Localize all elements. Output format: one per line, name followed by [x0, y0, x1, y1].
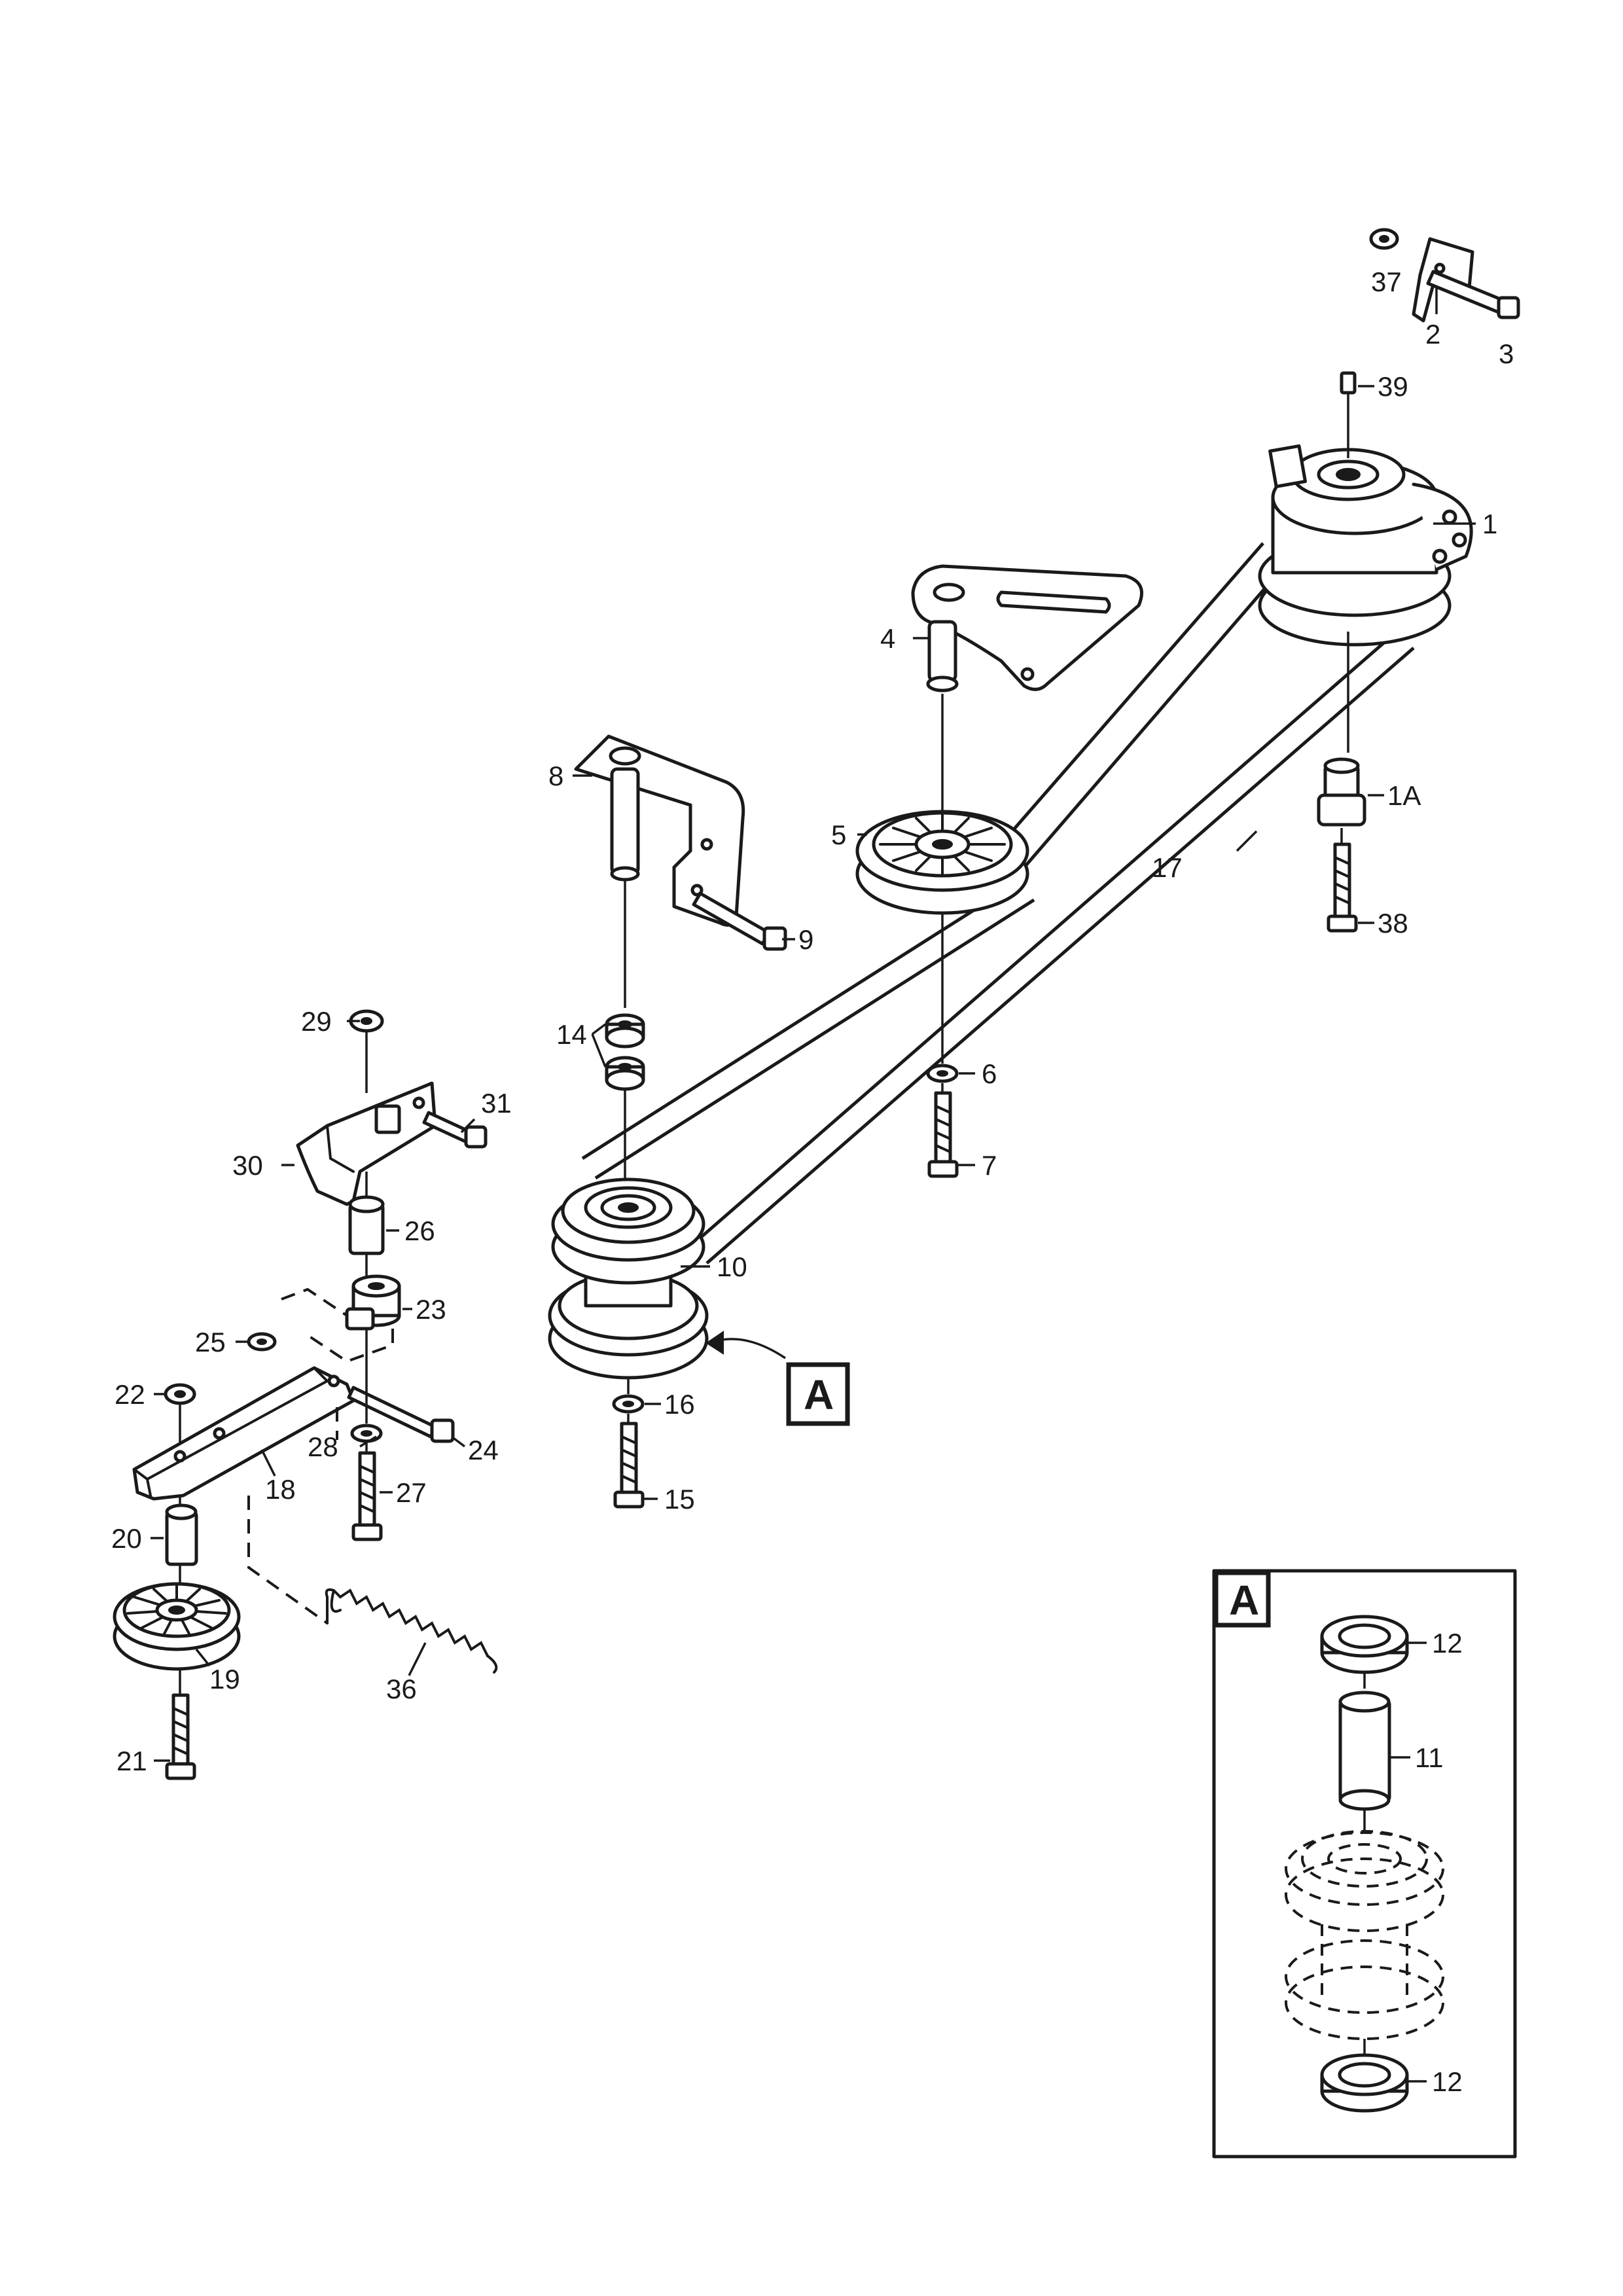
nut-22: [164, 1383, 196, 1405]
bushing-20: [165, 1503, 198, 1566]
washer-16: [612, 1394, 645, 1414]
nut-37: [1369, 228, 1399, 250]
label-27: 27: [396, 1477, 427, 1508]
spacer-14b: [605, 1056, 645, 1091]
detail-a-box: [1213, 1570, 1271, 1628]
callout-a-box: [786, 1362, 850, 1426]
label-26: 26: [404, 1215, 435, 1246]
belt-17: [581, 542, 1415, 1265]
label-24: 24: [468, 1435, 499, 1465]
label-23: 23: [416, 1294, 446, 1325]
bolt-21: [165, 1693, 196, 1780]
electric-clutch-1: [1258, 444, 1473, 647]
idler-pulley-5: [855, 810, 1029, 915]
bushing-26: [348, 1195, 385, 1255]
leader-lines: [151, 288, 1476, 2083]
label-30: 30: [232, 1150, 263, 1181]
label-14: 14: [556, 1019, 587, 1050]
label-1a: 1A: [1387, 780, 1421, 811]
idler-arm-18: [132, 1366, 355, 1501]
label-19: 19: [209, 1664, 240, 1695]
bearing-12-top: [1320, 1615, 1409, 1674]
bearing-12-bottom: [1320, 2053, 1409, 2113]
callout-a-label: A: [804, 1371, 834, 1418]
label-28: 28: [308, 1431, 338, 1462]
label-21: 21: [116, 1746, 147, 1776]
bolt-38: [1327, 842, 1358, 933]
label-12-bottom: 12: [1432, 2066, 1463, 2097]
idler-pulley-19: [113, 1582, 241, 1671]
callout-a-arrowhead: [705, 1331, 724, 1355]
washer-6: [926, 1064, 959, 1083]
spacer-1a: [1317, 757, 1366, 827]
label-15: 15: [664, 1484, 695, 1515]
label-37: 37: [1371, 266, 1402, 297]
label-36: 36: [386, 1674, 417, 1704]
bracket-8: [574, 734, 745, 927]
label-18: 18: [265, 1474, 296, 1505]
label-7: 7: [982, 1150, 997, 1181]
label-10: 10: [717, 1251, 747, 1282]
label-2: 2: [1425, 319, 1440, 350]
spacer-tube-11: [1338, 1691, 1391, 1811]
bolt-7: [927, 1091, 959, 1178]
label-22: 22: [115, 1379, 145, 1410]
key-39: [1340, 371, 1357, 395]
label-17: 17: [1152, 852, 1183, 883]
label-4: 4: [880, 623, 895, 654]
idler-arm-4: [911, 564, 1143, 692]
label-29: 29: [301, 1006, 332, 1037]
label-1: 1: [1482, 509, 1497, 539]
bolt-24: [347, 1386, 455, 1443]
phantom-pulley: [1285, 1830, 1444, 2040]
bolt-3: [1426, 270, 1520, 319]
nut-25: [247, 1332, 277, 1352]
label-8: 8: [548, 761, 563, 791]
label-9: 9: [798, 924, 813, 955]
label-39: 39: [1378, 371, 1408, 402]
label-5: 5: [831, 819, 846, 850]
spring-36: [325, 1588, 498, 1674]
detail-a-label: A: [1229, 1577, 1259, 1624]
bolt-15: [613, 1422, 645, 1509]
washer-28: [350, 1424, 383, 1443]
bolt-31: [422, 1111, 488, 1149]
double-pulley-10: [548, 1177, 709, 1380]
bolt-9: [692, 891, 787, 951]
label-25: 25: [195, 1327, 226, 1357]
label-16: 16: [664, 1389, 695, 1420]
bolt-27: [351, 1451, 383, 1541]
callout-a-arrow: [713, 1338, 786, 1359]
label-38: 38: [1378, 908, 1408, 939]
label-31: 31: [481, 1088, 512, 1119]
label-3: 3: [1499, 338, 1514, 369]
pivot-23: [345, 1274, 401, 1331]
label-6: 6: [982, 1058, 997, 1089]
label-11: 11: [1415, 1742, 1444, 1773]
label-20: 20: [111, 1523, 142, 1554]
spacer-14a: [605, 1013, 645, 1049]
label-12-top: 12: [1432, 1628, 1463, 1659]
